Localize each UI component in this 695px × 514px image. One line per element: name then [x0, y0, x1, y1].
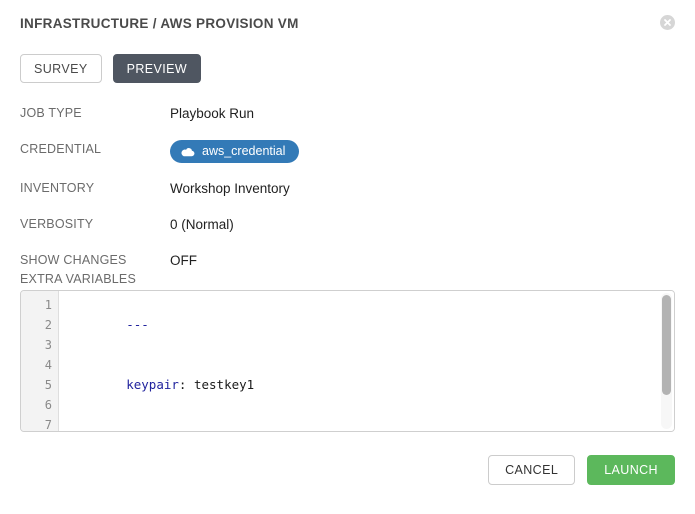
- credential-label: CREDENTIAL: [20, 142, 102, 156]
- editor-gutter: 1 2 3 4 5 6 7: [21, 291, 59, 431]
- detail-row-verbosity: VERBOSITY 0 (Normal): [20, 215, 675, 237]
- credential-badge-label: aws_credential: [202, 144, 286, 158]
- job-type-value: Playbook Run: [170, 106, 255, 121]
- line-number: 7: [44, 418, 52, 432]
- tab-preview[interactable]: PREVIEW: [112, 54, 202, 83]
- code-separator: :: [178, 377, 194, 392]
- tab-bar: SURVEY PREVIEW: [20, 54, 202, 83]
- line-number: 5: [44, 378, 52, 392]
- dialog-header: INFRASTRUCTURE / AWS PROVISION VM: [20, 14, 675, 38]
- code-line: ---: [66, 295, 674, 355]
- page-title: INFRASTRUCTURE / AWS PROVISION VM: [20, 16, 299, 31]
- credential-badge[interactable]: aws_credential: [170, 140, 300, 163]
- dialog-footer: CANCEL LAUNCH: [488, 455, 675, 485]
- editor-code-area[interactable]: --- keypair: testkey1 aws_region: us-wes…: [59, 291, 674, 431]
- line-number: 4: [44, 358, 52, 372]
- extra-variables-editor[interactable]: 1 2 3 4 5 6 7 --- keypair: testkey1 aws_…: [20, 290, 675, 432]
- line-number: 2: [44, 318, 52, 332]
- launch-button[interactable]: LAUNCH: [587, 455, 675, 485]
- editor-scrollbar-thumb[interactable]: [662, 295, 671, 395]
- detail-row-credential: CREDENTIAL aws_credential: [20, 140, 675, 163]
- show-changes-label: SHOW CHANGES: [20, 253, 127, 267]
- close-icon[interactable]: [660, 15, 675, 30]
- verbosity-value: 0 (Normal): [170, 217, 234, 232]
- cancel-button[interactable]: CANCEL: [488, 455, 576, 485]
- code-key: keypair: [126, 377, 179, 392]
- line-number: 1: [44, 298, 52, 312]
- detail-row-job-type: JOB TYPE Playbook Run: [20, 104, 675, 126]
- cloud-icon: [181, 147, 195, 157]
- extra-variables-label: EXTRA VARIABLES: [20, 272, 137, 286]
- job-detail-list: JOB TYPE Playbook Run CREDENTIAL aws_cre…: [20, 104, 675, 287]
- detail-row-inventory: INVENTORY Workshop Inventory: [20, 179, 675, 201]
- line-number: 6: [44, 398, 52, 412]
- job-type-label: JOB TYPE: [20, 106, 82, 120]
- show-changes-value: OFF: [170, 253, 197, 268]
- line-number: 3: [44, 338, 52, 352]
- code-doc-marker: ---: [126, 317, 149, 332]
- code-line: aws_region: us-west-1: [66, 415, 674, 431]
- code-value: testkey1: [193, 377, 255, 392]
- editor-scrollbar[interactable]: [661, 293, 672, 429]
- inventory-value: Workshop Inventory: [170, 181, 290, 196]
- code-line: keypair: testkey1: [66, 355, 674, 415]
- inventory-label: INVENTORY: [20, 181, 95, 195]
- tab-survey[interactable]: SURVEY: [20, 54, 102, 83]
- verbosity-label: VERBOSITY: [20, 217, 94, 231]
- detail-row-show-changes: SHOW CHANGES OFF: [20, 251, 675, 273]
